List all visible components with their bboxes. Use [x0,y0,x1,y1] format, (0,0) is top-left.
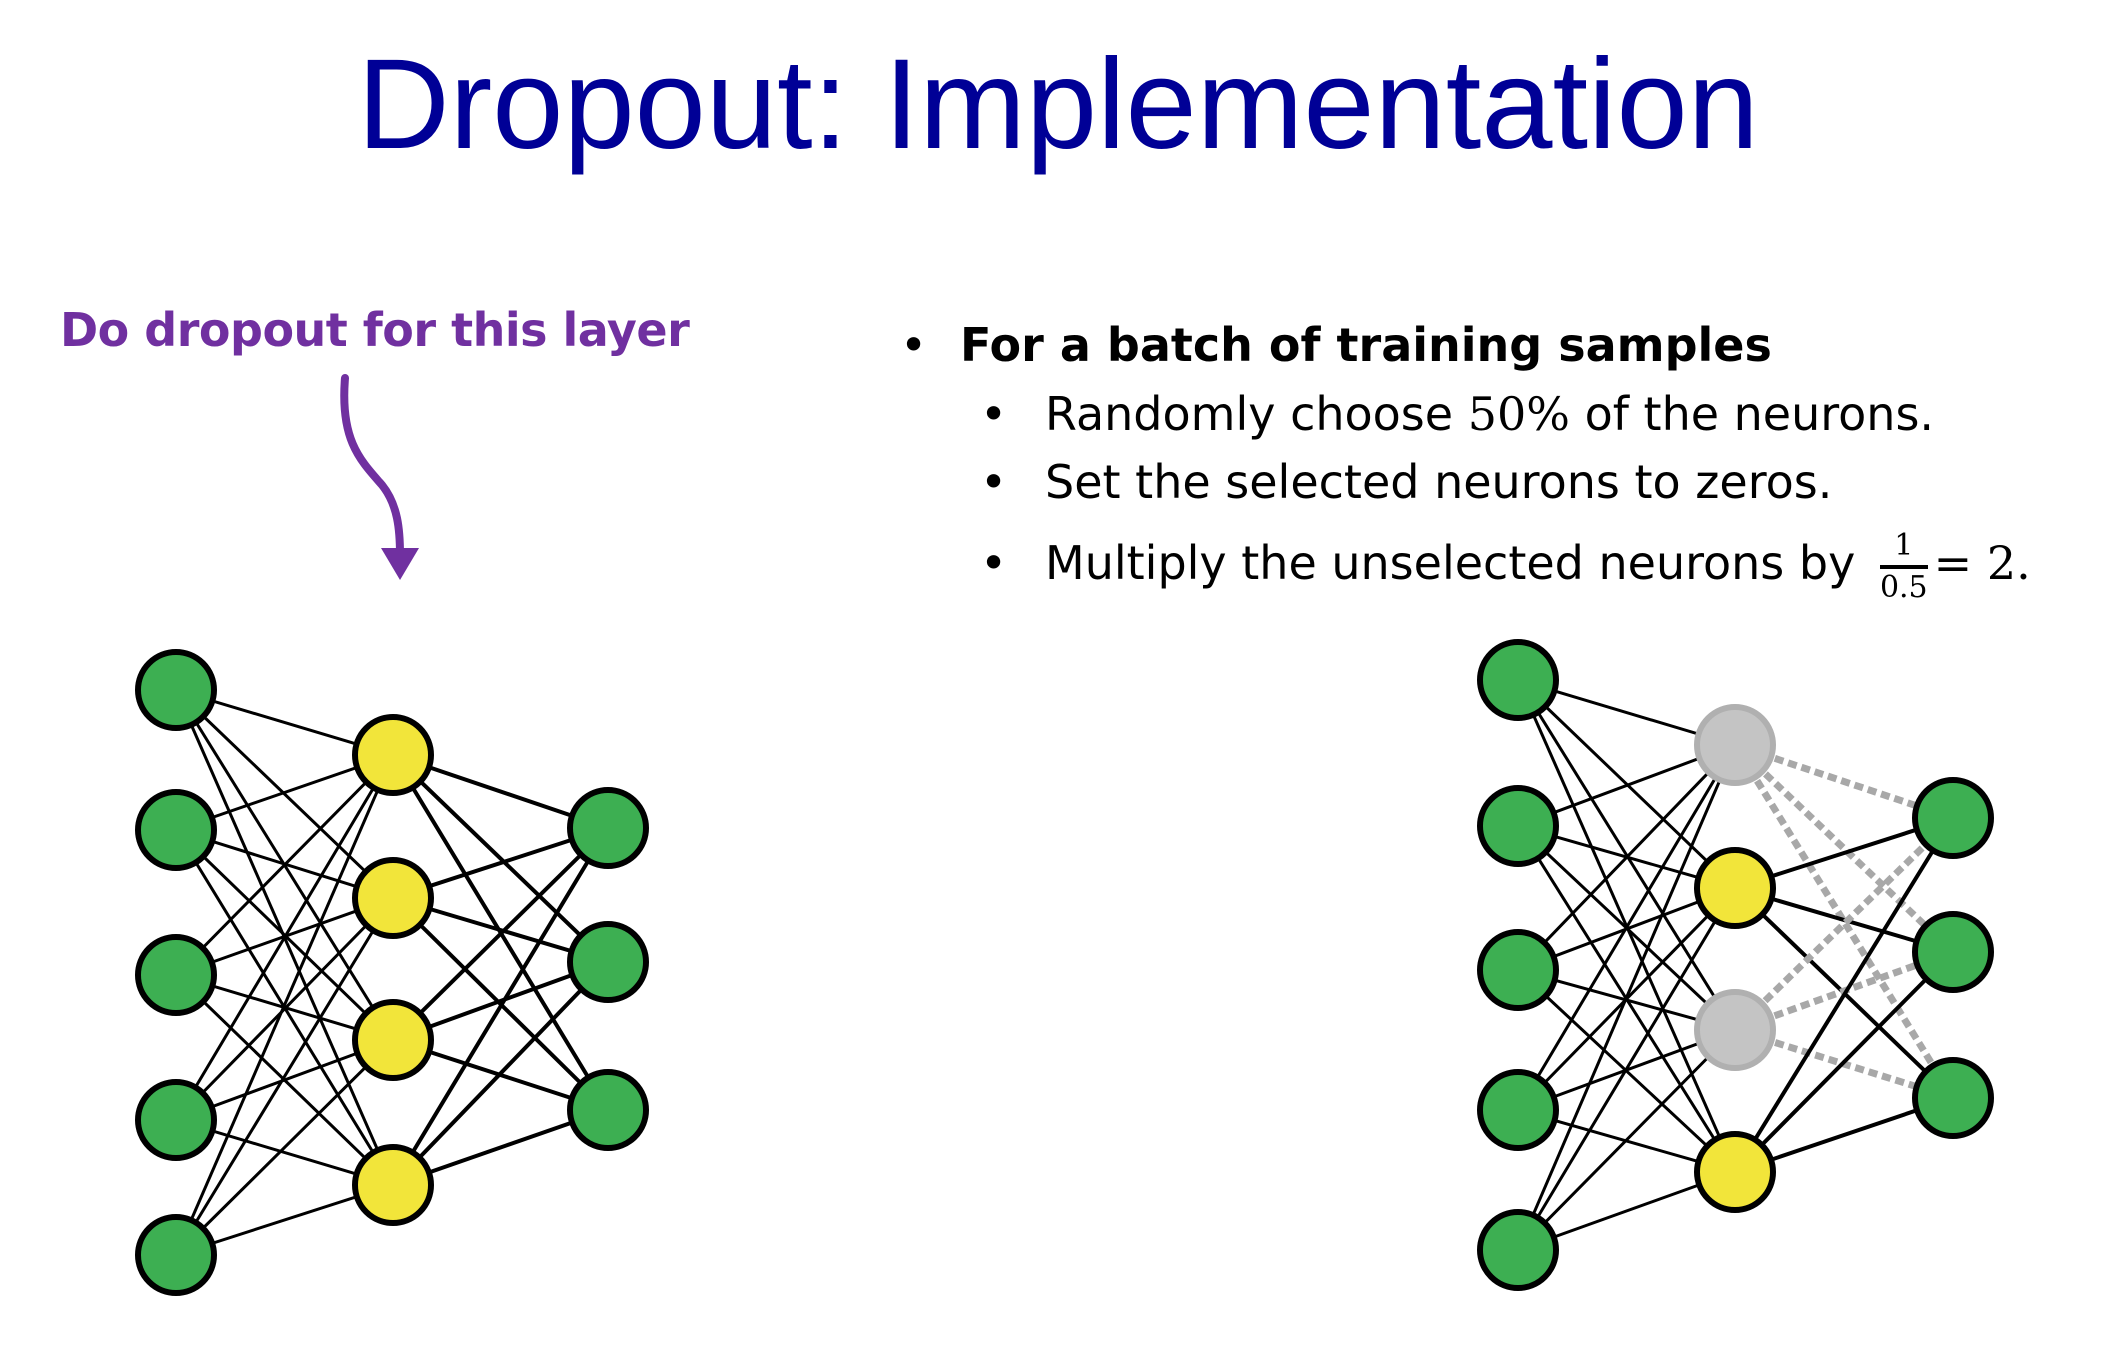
dropout-network-edge-input-hidden [1516,679,1737,1031]
full-network-edge-input-hidden [174,896,395,1122]
edges-layer [174,678,1956,1257]
dropout-network-input-neuron [1477,1069,1559,1151]
dropout-network-edge-input-hidden [1516,744,1737,1251]
dropout-network-dropped-edge [1733,948,1955,1034]
full-network-hidden-neuron [352,1144,434,1226]
fraction-numerator: 1 [1879,528,1928,569]
full-network-hidden-neuron [352,857,434,939]
dropout-network-input-neuron [1477,639,1559,721]
full-network-output-neuron [567,921,649,1003]
dropout-network-dropped-neuron [1694,704,1776,786]
full-network-edge-input-hidden [174,1038,395,1257]
bullet-text: of the neurons. [1569,387,1935,441]
full-network-hidden-neuron [352,714,434,796]
dropout-network-edge-hidden-output [1733,950,1955,1174]
full-network-input-neuron [135,934,217,1016]
percent-value: 50% [1467,387,1570,441]
page-title: Dropout: Implementation [357,33,1759,176]
arrowhead-icon [381,548,419,580]
full-network-edge-hidden-output [391,960,610,1187]
dropout-network-dropped-edge [1733,741,1955,822]
nodes-layer [135,639,1994,1296]
dropout-network-edge-input-hidden [1516,887,1737,1251]
bullet-multiply: Multiply the unselected neurons by 10.5=… [880,518,2080,608]
full-network-edge-input-hidden [174,897,395,1256]
annotation-arrow [340,374,404,559]
full-network-input-neuron [135,789,217,871]
full-network-edge-hidden-output [391,753,610,964]
full-network-edge-input-hidden [174,754,395,1256]
full-network-output-neuron [567,787,649,869]
dropout-network-hidden-neuron [1694,1131,1776,1213]
full-network-edge-input-hidden [174,753,395,977]
dropout-network-dropped-edge [1732,815,1956,1033]
dropout-network-edge-input-hidden [1516,1028,1737,1252]
bullet-text: Randomly choose [1045,387,1468,441]
full-network-edge-hidden-output [391,826,610,1187]
dropout-network-output-neuron [1912,1057,1994,1139]
dropout-network-input-neuron [1477,1209,1559,1291]
bullet-main: For a batch of training samples [880,310,2080,380]
dropout-network-dropped-edge [1732,742,1956,955]
full-network-edge-input-hidden [174,754,395,1121]
full-network-input-neuron [135,1079,217,1161]
bullet-list: For a batch of training samples Randomly… [880,310,2080,608]
bullet-set-zeros: Set the selected neurons to zeros. [880,448,2080,516]
dropout-network-output-neuron [1912,777,1994,859]
dropout-network-input-neuron [1477,929,1559,1011]
dropout-network-edge-input-hidden [1516,743,1737,972]
dropout-network-input-neuron [1477,785,1559,867]
fraction-denominator: 0.5 [1879,569,1928,605]
bullet-randomly-choose: Randomly choose 50% of the neurons. [880,380,2080,448]
dropout-network-hidden-neuron [1694,847,1776,929]
bullet-text: Multiply the unselected neurons by [1045,536,1870,590]
full-network-hidden-neuron [352,999,434,1081]
dropout-annotation: Do dropout for this layer [60,303,690,357]
full-network-input-neuron [135,1214,217,1296]
full-network-input-neuron [135,649,217,731]
dropout-network-output-neuron [1912,911,1994,993]
full-network-output-neuron [567,1069,649,1151]
dropout-network-dropped-neuron [1694,989,1776,1071]
dropout-network-edge-hidden-output [1733,816,1955,1174]
equals-two: = 2. [1933,536,2031,590]
full-network-edge-hidden-output [391,826,610,1042]
dropout-network-edge-input-hidden [1516,744,1737,1111]
